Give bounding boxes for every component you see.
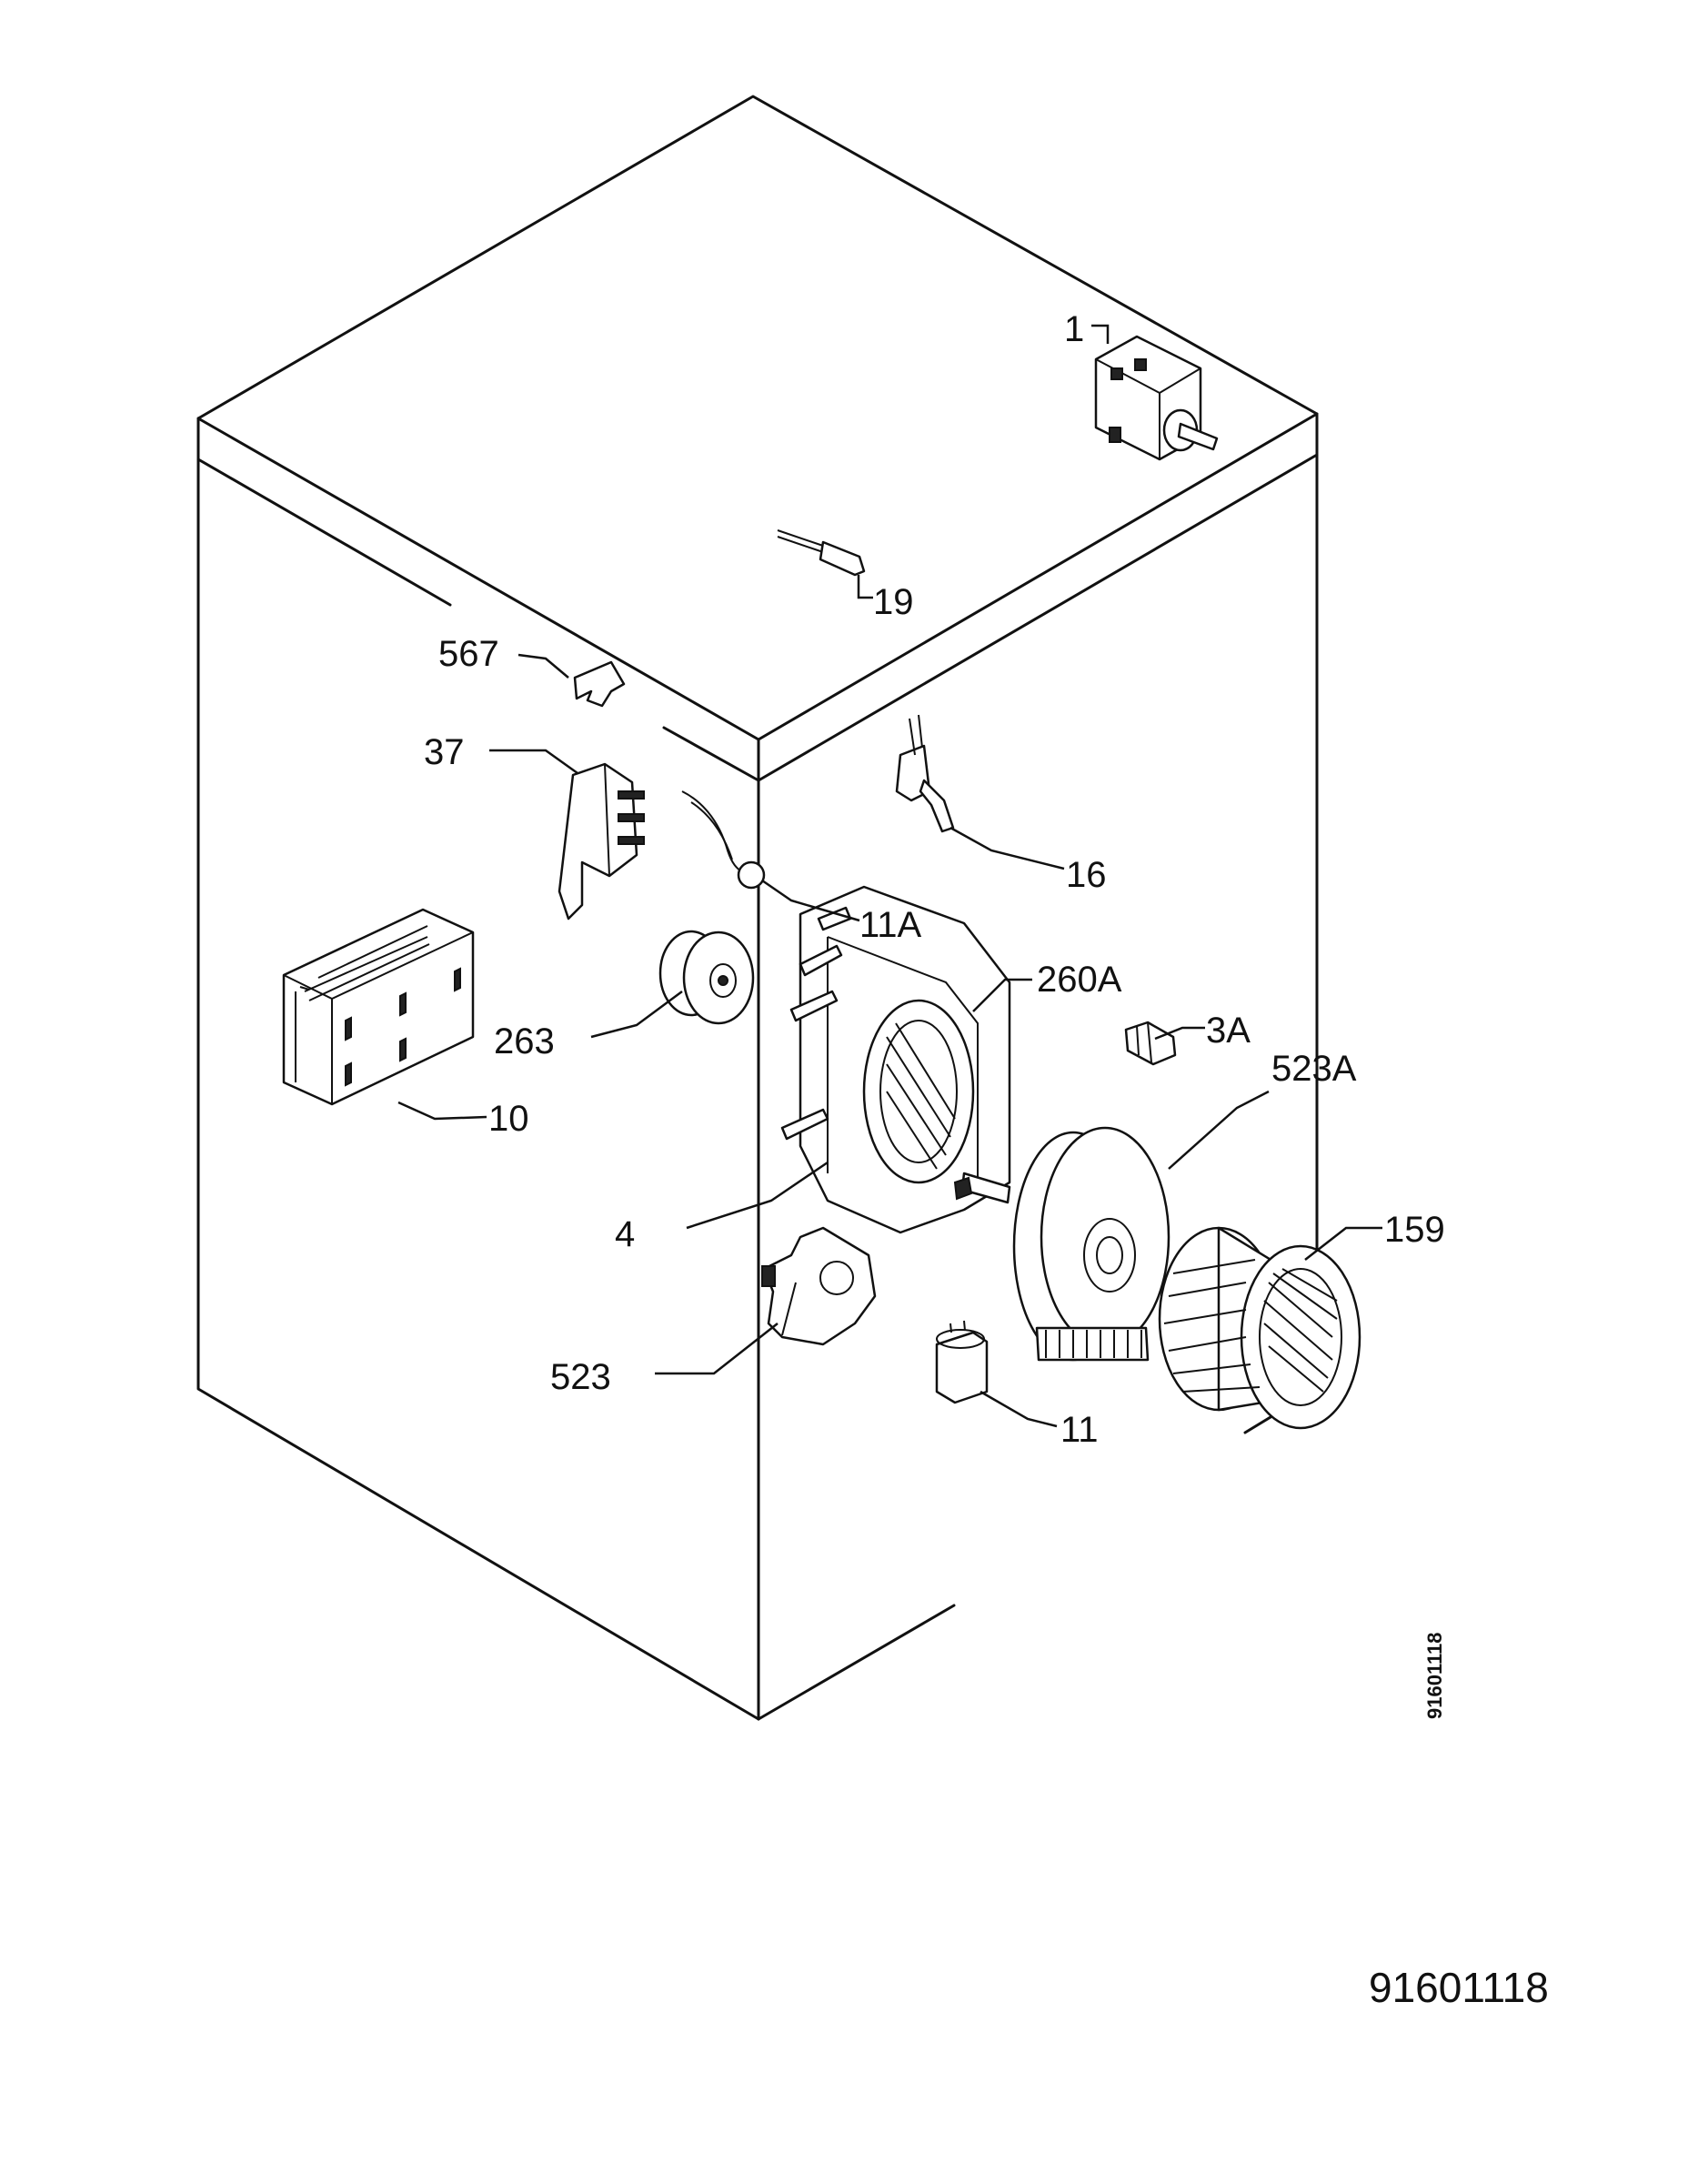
part-11-capacitor [935,1320,989,1404]
cabinet-outline [196,95,1319,1721]
label-part-4: 4 [615,1214,635,1254]
part-263-pulley [658,930,755,1025]
part-567-clip [573,660,626,708]
leader-lines [397,324,1382,1428]
label-part-11a: 11A [859,905,922,945]
vertical-diagram-code: 91601118 [1423,1633,1446,1719]
label-part-567: 567 [438,634,499,674]
label-part-263: 263 [494,1021,555,1061]
label-part-19: 19 [873,582,914,622]
document-number: 91601118 [1369,1964,1549,2011]
part-16-switch [895,714,955,833]
label-part-11: 11 [1060,1410,1099,1450]
label-part-260a: 260A [1037,960,1122,1000]
part-3a-thermostat [1124,1021,1177,1066]
label-part-159: 159 [1384,1210,1445,1250]
part-labels: 1 19 567 37 16 11A 260A 263 3A 523A 10 4… [424,309,1446,1719]
part-523a-fan-housing [1012,1126,1170,1362]
label-part-523a: 523A [1271,1049,1357,1089]
part-11a-wired-bead [681,790,766,890]
label-part-37: 37 [424,732,465,772]
part-523-bracket [761,1226,877,1346]
label-part-16: 16 [1066,855,1107,895]
label-part-523: 523 [550,1357,611,1397]
part-159-fan-wheel [1158,1226,1361,1430]
part-37-terminal-block [558,762,645,920]
label-part-1: 1 [1064,309,1084,349]
label-part-3a: 3A [1206,1011,1251,1051]
label-part-10: 10 [488,1099,529,1139]
part-1-selector-switch [1094,335,1219,461]
part-19-sensor [777,529,866,577]
part-4-motor [780,885,1011,1234]
part-10-filter-box [282,908,475,1106]
